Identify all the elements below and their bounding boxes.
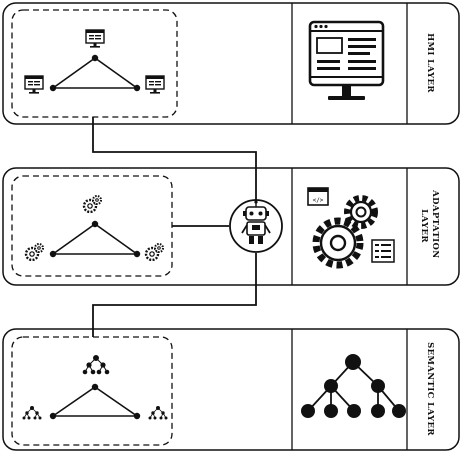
adaptation-layer-label-line1: ADAPTATION bbox=[430, 189, 440, 258]
hmi-layer-label: HMI LAYER bbox=[425, 33, 435, 93]
gears-code-icon: </> bbox=[307, 187, 395, 269]
hmi-layer: HMI LAYER bbox=[2, 2, 460, 125]
semantic-triangle-network bbox=[49, 383, 141, 420]
monitor-dashboard-icon bbox=[308, 20, 385, 100]
semantic-layer-frame bbox=[2, 328, 460, 451]
adaptation-layer-label-line2: LAYER bbox=[419, 209, 429, 243]
tree-hierarchy-icon bbox=[301, 354, 406, 418]
adaptation-triangle-network bbox=[49, 220, 141, 258]
semantic-layer-label: SEMANTIC LAYER bbox=[425, 342, 435, 436]
robot-agent-icon bbox=[229, 199, 283, 253]
svg-text:</>: </> bbox=[313, 197, 324, 204]
layer-connectors bbox=[92, 117, 257, 337]
hmi-layer-frame bbox=[2, 2, 460, 125]
connector-agent-to-semantic bbox=[92, 253, 257, 337]
connector-hmi-to-agent bbox=[92, 117, 257, 200]
adaptation-layer-label: ADAPTATION LAYER bbox=[419, 189, 440, 262]
hmi-network-box bbox=[11, 9, 178, 118]
hmi-triangle-network bbox=[49, 54, 141, 92]
semantic-layer: SEMANTIC LAYER bbox=[2, 328, 460, 451]
